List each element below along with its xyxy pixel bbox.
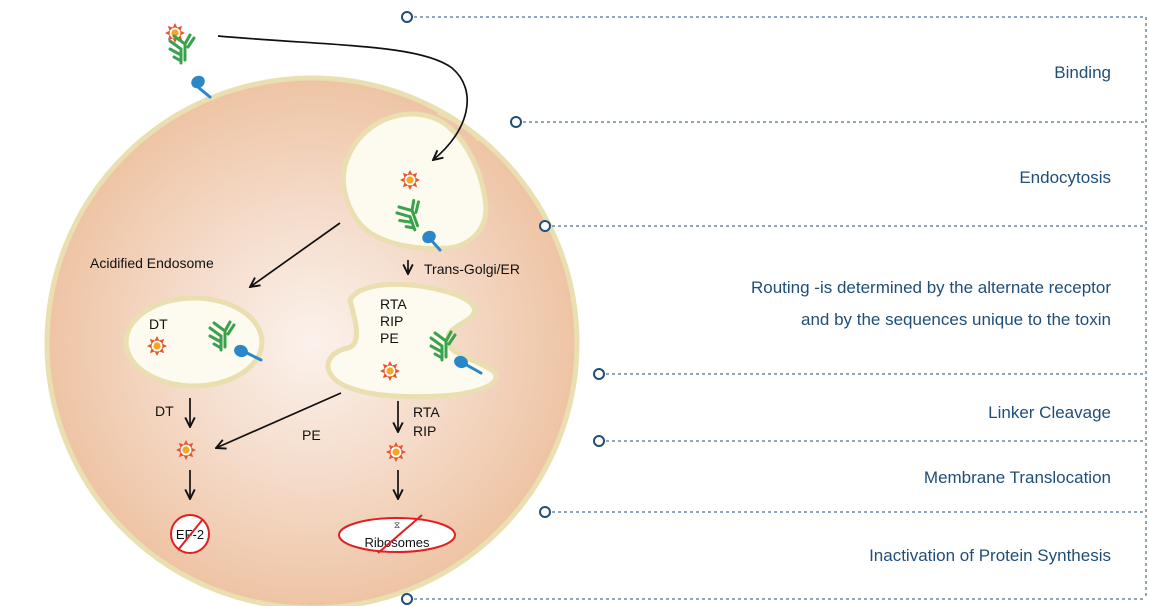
rta-arrow-label: RTA (413, 404, 440, 420)
step-marker (510, 116, 522, 128)
trans-golgi-er-compartment (325, 281, 499, 400)
toxin-icon (400, 170, 420, 190)
step-marker (593, 368, 605, 380)
dt-arrow-label: DT (155, 403, 174, 419)
step-markers (401, 11, 605, 605)
step-marker (401, 593, 413, 605)
inhibition-slash (377, 514, 423, 554)
step-endocytosis: Endocytosis (1019, 168, 1111, 187)
step-marker (401, 11, 413, 23)
inhibition-slash (177, 518, 204, 551)
entry-arrow (217, 35, 469, 160)
ribosomes-inhibited: ⧖ Ribosomes (338, 514, 456, 554)
step-routing-line1: Routing -is determined by the alternate … (750, 278, 1111, 297)
receptor-icon (454, 355, 483, 375)
step-binding: Binding (1054, 63, 1111, 82)
arrow-to-endosome (250, 222, 341, 287)
ef2-inhibited: EF-2 (170, 514, 210, 554)
ribosomes-label: Ribosomes (364, 535, 430, 550)
toxin-icon (380, 361, 400, 381)
step-marker (539, 220, 551, 232)
step-guides (414, 16, 1147, 600)
cell (44, 75, 580, 606)
toxin-icon (147, 336, 167, 356)
step-marker (539, 506, 551, 518)
dna-icon: ⧖ (394, 520, 400, 530)
rip-arrow-label: RIP (413, 423, 436, 439)
step-linker-cleavage: Linker Cleavage (988, 403, 1111, 422)
acidified-endosome (123, 295, 265, 389)
step-marker (593, 435, 605, 447)
receptor-icon (234, 344, 263, 362)
receptor-icon (191, 75, 212, 99)
extracellular-complex (165, 23, 212, 99)
endosome-dt-label: DT (149, 316, 168, 332)
golgi-toxin-3: PE (380, 330, 399, 346)
step-inactivation: Inactivation of Protein Synthesis (869, 546, 1111, 565)
trans-golgi-label: Trans-Golgi/ER (424, 261, 520, 277)
toxin-icon (176, 440, 196, 460)
toxin-icon (386, 442, 406, 462)
receptor-icon (422, 230, 442, 252)
acidified-endosome-label: Acidified Endosome (90, 255, 214, 271)
step-routing-line2: and by the sequences unique to the toxin (800, 310, 1111, 329)
step-membrane-translocation: Membrane Translocation (923, 468, 1111, 487)
pe-arrow-label: PE (302, 427, 321, 443)
pe-arrow (216, 392, 342, 448)
vesicle-complex (393, 170, 442, 252)
golgi-toxin-1: RTA (380, 296, 407, 312)
golgi-toxin-2: RIP (380, 313, 403, 329)
